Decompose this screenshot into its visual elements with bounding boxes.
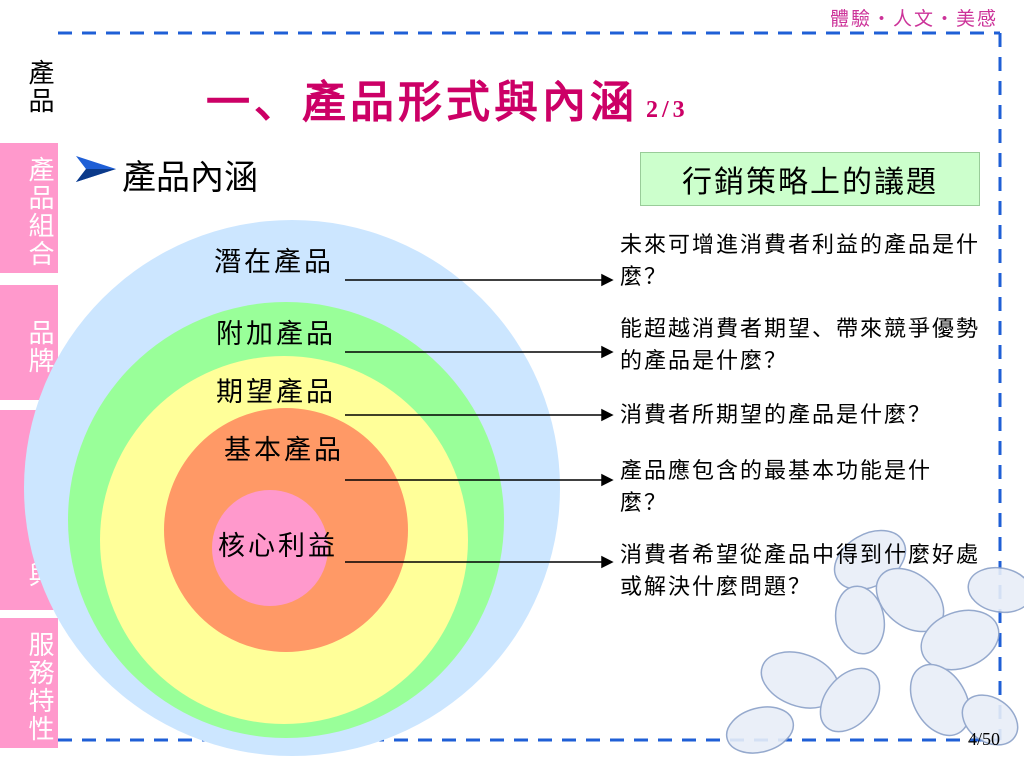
sidebar-item-label: 服務特性 (24, 631, 54, 743)
page-number: 4/50 (967, 729, 1000, 749)
sidebar-item-label: 產品 (24, 59, 54, 115)
sidebar-item-product[interactable]: 產品 (0, 33, 58, 133)
question-expected: 消費者所期望的產品是什麼？ (620, 403, 933, 428)
triangle-arrow-icon (76, 156, 116, 182)
sidebar-item-label: 產品組合 (24, 156, 54, 268)
ring-label-potential: 潛在產品 (214, 247, 334, 278)
ring-core (212, 490, 328, 606)
sidebar-item-label: 品牌 (24, 318, 54, 375)
title-page-indicator: 2/3 (646, 97, 689, 123)
question-core: 消費者希望從產品中得到什麼好處或解決什麼問題？ (620, 543, 981, 600)
title-main: 一、產品形式與內涵 (206, 77, 638, 128)
issue-box: 行銷策略上的議題 (640, 152, 980, 206)
sidebar-item-brand[interactable]: 品牌 (0, 285, 58, 400)
sidebar-item-service[interactable]: 服務特性 (0, 618, 58, 748)
page-title: 一、產品形式與內涵 2/3 (206, 66, 689, 130)
question-basic: 產品應包含的最基本功能是什麼？ (620, 459, 933, 516)
flower-watermark-icon (725, 529, 1024, 754)
tagline: 體驗・人文・美感 (829, 8, 998, 30)
ring-label-augmented: 附加產品 (216, 319, 336, 350)
question-augmented: 能超越消費者期望、帶來競爭優勢的產品是什麼？ (620, 317, 981, 374)
ring-label-expected: 期望產品 (216, 377, 336, 408)
ring-label-core: 核心利益 (218, 531, 338, 562)
question-potential: 未來可增進消費者利益的產品是什麼？ (620, 233, 981, 290)
ring-label-basic: 基本產品 (224, 435, 344, 466)
sidebar-item-product-mix[interactable]: 產品組合 (0, 143, 58, 273)
bullet-text: 產品內涵 (122, 158, 258, 198)
